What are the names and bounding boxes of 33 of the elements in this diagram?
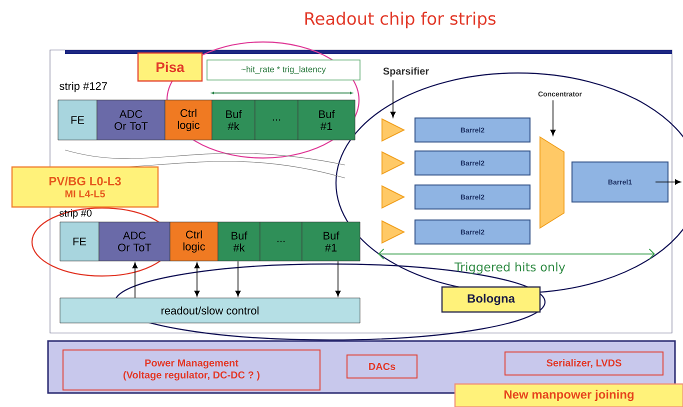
strip-label: strip #127	[60, 82, 107, 92]
callout-box: Pisa	[137, 52, 203, 82]
strip-label: strip #0	[60, 209, 92, 219]
signal-block: Ctrl logic	[164, 100, 212, 140]
note-box: ~hit_rate * trig_latency	[206, 60, 360, 80]
function-box: DACs	[346, 354, 418, 378]
callout-box: PV/BG L0-L3 MI L4-L5	[11, 166, 159, 208]
signal-block: Ctrl logic	[170, 222, 218, 262]
leader-arrow	[390, 80, 396, 118]
caption-text: Triggered hits only	[454, 262, 566, 274]
arrow	[132, 262, 138, 298]
signal-block: FE	[60, 222, 100, 262]
signal-block: Buf #1	[298, 100, 356, 140]
arrow	[194, 262, 200, 297]
signal-block: ...	[260, 222, 302, 262]
arrow	[335, 260, 341, 297]
signal-block: ADC Or ToT	[96, 100, 166, 140]
arrow	[235, 260, 241, 297]
signal-block: Buf #k	[218, 222, 260, 262]
function-box: Serializer, LVDS	[504, 352, 664, 376]
signal-block: Buf #k	[212, 100, 256, 140]
callout-box: New manpower joining	[454, 383, 683, 407]
component-label: Sparsifier	[383, 67, 429, 77]
arrow	[655, 179, 681, 185]
signal-block: ADC Or ToT	[98, 222, 170, 262]
readout-bar: readout/slow control	[60, 298, 360, 324]
signal-block: ...	[254, 100, 298, 140]
signal-block: FE	[58, 100, 98, 140]
leader-arrow	[550, 100, 556, 136]
signal-block: Buf #1	[302, 222, 360, 262]
callout-box: Bologna	[441, 286, 541, 313]
title: Readout chip for strips	[305, 12, 496, 28]
function-box: Power Management (Voltage regulator, DC-DC ? )	[62, 350, 320, 390]
